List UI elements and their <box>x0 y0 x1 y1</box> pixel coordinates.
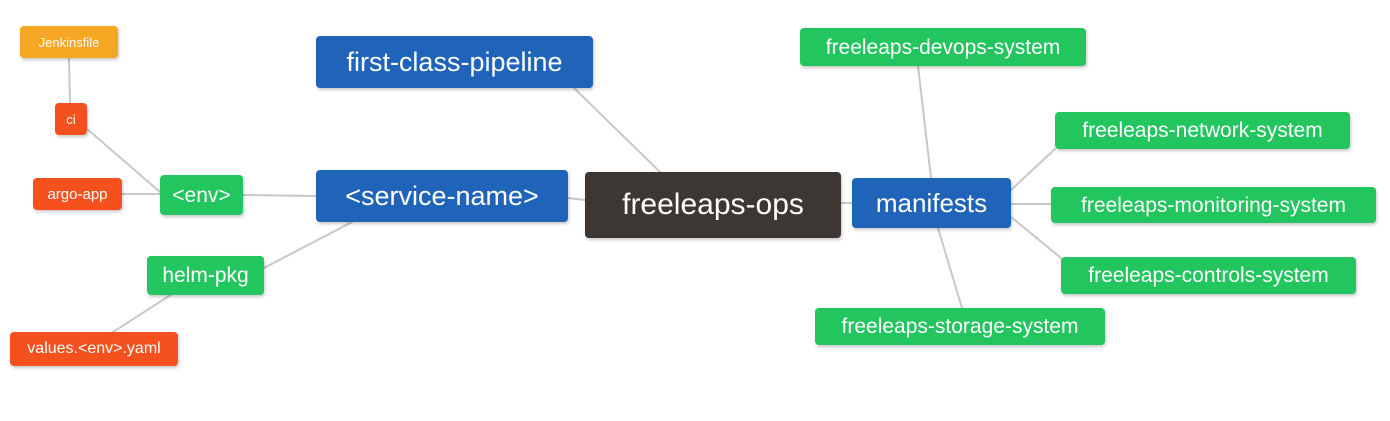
node-freeleaps-devops-system-label: freeleaps-devops-system <box>825 35 1061 59</box>
node-service-name-label: <service-name> <box>345 180 539 211</box>
edge-helmpkg-valuesyaml <box>109 293 173 335</box>
edge-env-servicename <box>242 194 317 197</box>
node-first-class-pipeline[interactable]: first-class-pipeline <box>316 36 593 88</box>
node-freeleaps-devops-system[interactable]: freeleaps-devops-system <box>800 28 1086 66</box>
node-freeleaps-monitoring-system-label: freeleaps-monitoring-system <box>1081 193 1346 217</box>
node-argo-app-label: argo-app <box>47 185 108 203</box>
node-freeleaps-storage-system-label: freeleaps-storage-system <box>841 315 1079 338</box>
node-jenkinsfile-label: Jenkinsfile <box>38 34 100 50</box>
edge-pipeline-root <box>573 87 661 173</box>
node-env-label: <env> <box>172 183 231 207</box>
node-manifests[interactable]: manifests <box>852 178 1011 228</box>
node-ci-label: ci <box>66 111 76 127</box>
edge-manifests-network <box>1010 148 1056 191</box>
node-helm-pkg[interactable]: helm-pkg <box>147 256 264 295</box>
edge-jenkinsfile-ci <box>68 57 71 104</box>
node-manifests-label: manifests <box>875 188 988 218</box>
edge-manifests-storage <box>937 227 963 309</box>
node-freeleaps-ops-root[interactable]: freeleaps-ops <box>585 172 841 238</box>
edge-servicename-helmpkg <box>263 221 353 269</box>
edge-manifests-devops <box>917 65 932 179</box>
node-freeleaps-ops-label: freeleaps-ops <box>622 188 804 221</box>
node-argo-app[interactable]: argo-app <box>33 178 122 210</box>
edge-manifests-controls <box>1010 216 1062 259</box>
node-freeleaps-monitoring-system[interactable]: freeleaps-monitoring-system <box>1051 187 1376 223</box>
node-freeleaps-network-system[interactable]: freeleaps-network-system <box>1055 112 1350 149</box>
node-service-name[interactable]: <service-name> <box>316 170 568 222</box>
node-freeleaps-controls-system-label: freeleaps-controls-system <box>1088 264 1329 287</box>
node-freeleaps-network-system-label: freeleaps-network-system <box>1082 119 1323 142</box>
node-env[interactable]: <env> <box>160 175 243 215</box>
node-freeleaps-controls-system[interactable]: freeleaps-controls-system <box>1061 257 1356 294</box>
node-first-class-pipeline-label: first-class-pipeline <box>346 46 563 77</box>
node-values-yaml[interactable]: values.<env>.yaml <box>10 332 178 366</box>
edge-servicename-root <box>567 197 586 201</box>
node-helm-pkg-label: helm-pkg <box>162 264 249 287</box>
node-freeleaps-storage-system[interactable]: freeleaps-storage-system <box>815 308 1105 345</box>
node-jenkinsfile[interactable]: Jenkinsfile <box>20 26 118 58</box>
node-ci[interactable]: ci <box>55 103 87 135</box>
node-values-yaml-label: values.<env>.yaml <box>27 340 161 357</box>
